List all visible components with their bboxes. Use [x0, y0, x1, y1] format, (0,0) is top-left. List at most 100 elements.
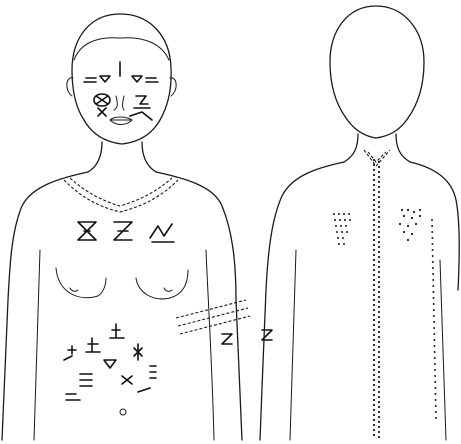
arm-dot [433, 309, 435, 311]
spine-dot [373, 189, 375, 191]
left-shoulder-blade-dots [333, 213, 351, 245]
belly-mark-4 [134, 344, 142, 360]
arm-dot [432, 285, 434, 287]
spine-dot [378, 296, 380, 298]
spine-dot [378, 256, 380, 258]
arm-dot [434, 381, 436, 383]
spine-dot [378, 241, 380, 243]
blade-dot [401, 209, 403, 211]
spine-dot [378, 401, 380, 403]
spine-dot [378, 411, 380, 413]
arm-dot [432, 291, 434, 293]
arm-band-lower [180, 316, 250, 334]
spine-dot [373, 314, 375, 316]
spine-dot [378, 346, 380, 348]
spine-dot [378, 226, 380, 228]
front-left-inner-arm [34, 250, 40, 440]
back-body-outline [260, 162, 459, 440]
belly-mark-1 [64, 346, 76, 360]
spine-dot [378, 251, 380, 253]
spine-dot [373, 399, 375, 401]
spine-dot [373, 354, 375, 356]
spine-dot [378, 236, 380, 238]
spine-dot [378, 211, 380, 213]
blade-dot [415, 223, 417, 225]
spine-dot [378, 316, 380, 318]
spine-dot [373, 339, 375, 341]
spine-dot [373, 409, 375, 411]
spine-dot [373, 224, 375, 226]
mouth [110, 117, 132, 125]
arm-dot [433, 321, 435, 323]
blade-dot [336, 231, 338, 233]
spine-dot [373, 319, 375, 321]
blade-dot [343, 213, 345, 215]
spine-dot [373, 234, 375, 236]
spine-dot [378, 286, 380, 288]
spine-dot [378, 341, 380, 343]
belly-mark-6 [80, 374, 92, 386]
blade-dot [419, 215, 421, 217]
arm-dot [435, 417, 437, 419]
spine-dot [373, 259, 375, 261]
blade-dot [411, 217, 413, 219]
blade-dot [338, 243, 340, 245]
front-figure [2, 14, 272, 440]
spine-dot [373, 324, 375, 326]
blade-dot [349, 219, 351, 221]
arm-dot [434, 369, 436, 371]
arm-dot [435, 399, 437, 401]
spine-dot [373, 334, 375, 336]
spine-dotted-line [373, 159, 380, 438]
blade-dot [339, 219, 341, 221]
spine-dot [373, 169, 375, 171]
spine-dot [373, 264, 375, 266]
necklace-tattoo-inner [70, 178, 172, 206]
spine-dot [373, 344, 375, 346]
front-neck [88, 142, 156, 172]
front-right-breast [136, 270, 188, 299]
spine-dot [373, 209, 375, 211]
spine-dot [378, 246, 380, 248]
front-right-inner-arm [206, 250, 214, 440]
spine-dot [378, 366, 380, 368]
spine-dot [378, 381, 380, 383]
arm-band-mark-1 [222, 334, 232, 344]
belly-mark-3 [110, 324, 124, 338]
blade-dot [341, 231, 343, 233]
arm-dot [431, 243, 433, 245]
spine-dot [373, 164, 375, 166]
spine-dot [373, 394, 375, 396]
blade-dot [403, 231, 405, 233]
arm-dot [434, 351, 436, 353]
back-head-outline [330, 6, 424, 138]
spine-dot [373, 159, 375, 161]
right-brow-mark [132, 76, 158, 82]
spine-dot [373, 404, 375, 406]
spine-dot [378, 231, 380, 233]
spine-dot [378, 391, 380, 393]
front-left-nipple [70, 288, 78, 291]
spine-dot [373, 269, 375, 271]
spine-dot [378, 406, 380, 408]
spine-dot [373, 204, 375, 206]
spine-dot [373, 274, 375, 276]
spine-dot [373, 424, 375, 426]
arm-dot [431, 231, 433, 233]
spine-dot [378, 291, 380, 293]
blade-dot [338, 213, 340, 215]
spine-dot [378, 196, 380, 198]
blade-dot [342, 237, 344, 239]
back-neck-mark [364, 150, 390, 166]
left-cheek-mark [94, 94, 110, 116]
spine-dot [373, 289, 375, 291]
spine-dot [378, 371, 380, 373]
chest-mark-right [150, 224, 174, 242]
arm-dot [434, 363, 436, 365]
arm-band-top [176, 300, 246, 318]
arm-dot [433, 339, 435, 341]
spine-dot [373, 419, 375, 421]
spine-dot [373, 369, 375, 371]
spine-dot [373, 214, 375, 216]
